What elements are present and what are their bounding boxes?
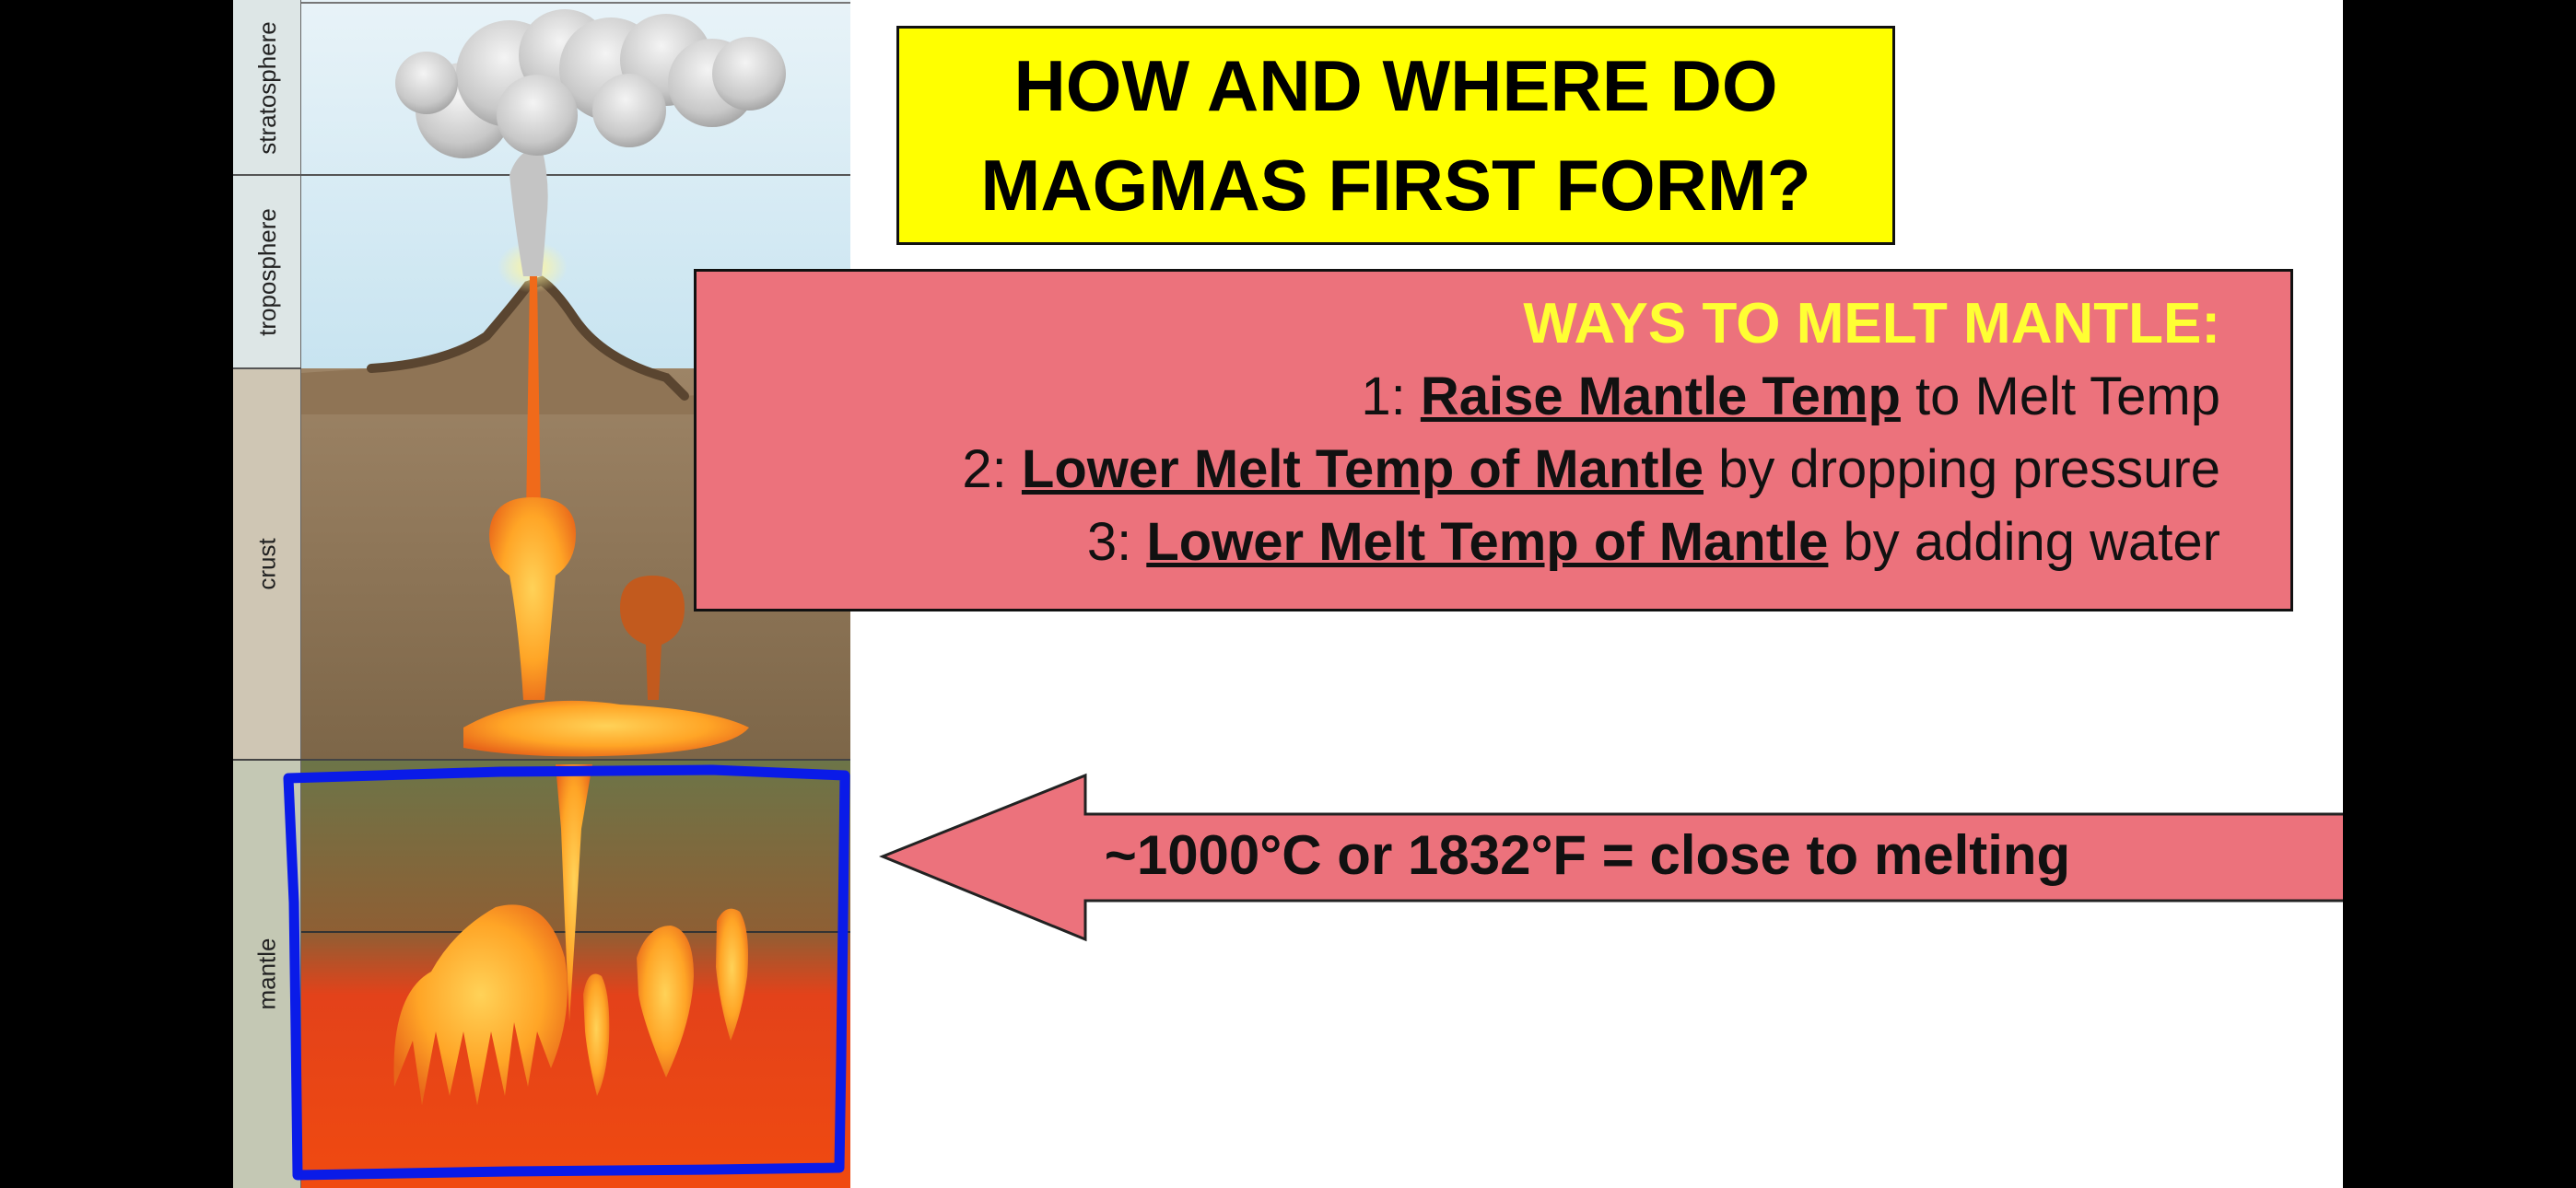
way-item-3: 3: Lower Melt Temp of Mantle by adding w… — [697, 506, 2220, 578]
way-number: 2: — [962, 439, 1007, 499]
way-emphasis: Lower Melt Temp of Mantle — [1021, 439, 1704, 499]
way-rest: to Melt Temp — [1915, 367, 2220, 426]
way-number: 1: — [1361, 367, 1406, 426]
ways-heading: WAYS TO MELT MANTLE: — [1523, 292, 2220, 355]
way-number: 3: — [1086, 512, 1132, 572]
callout-arrow-shape — [879, 773, 2343, 942]
way-emphasis: Raise Mantle Temp — [1420, 367, 1901, 426]
way-emphasis: Lower Melt Temp of Mantle — [1146, 512, 1829, 572]
layer-label-mantle: mantle — [252, 938, 281, 1010]
way-item-1: 1: Raise Mantle Temp to Melt Temp — [697, 360, 2220, 433]
way-item-2: 2: Lower Melt Temp of Mantle by dropping… — [697, 433, 2220, 506]
title-line-2: MAGMAS FIRST FORM? — [980, 145, 1811, 226]
layer-label-troposphere: troposphere — [252, 207, 281, 336]
layer-label-crust: crust — [252, 538, 281, 590]
way-rest: by dropping pressure — [1718, 439, 2220, 499]
layer-label-stratosphere: stratosphere — [252, 20, 281, 155]
slide: stratosphere troposphere crust mantle HO… — [233, 0, 2343, 1188]
way-rest: by adding water — [1843, 512, 2220, 572]
ways-to-melt-box: WAYS TO MELT MANTLE: 1: Raise Mantle Tem… — [694, 269, 2293, 611]
callout-text: ~1000°C or 1832°F = close to melting — [1104, 823, 2071, 886]
title-line-1: HOW AND WHERE DO — [1013, 45, 1778, 126]
title-box: HOW AND WHERE DO MAGMAS FIRST FORM? — [896, 26, 1895, 245]
